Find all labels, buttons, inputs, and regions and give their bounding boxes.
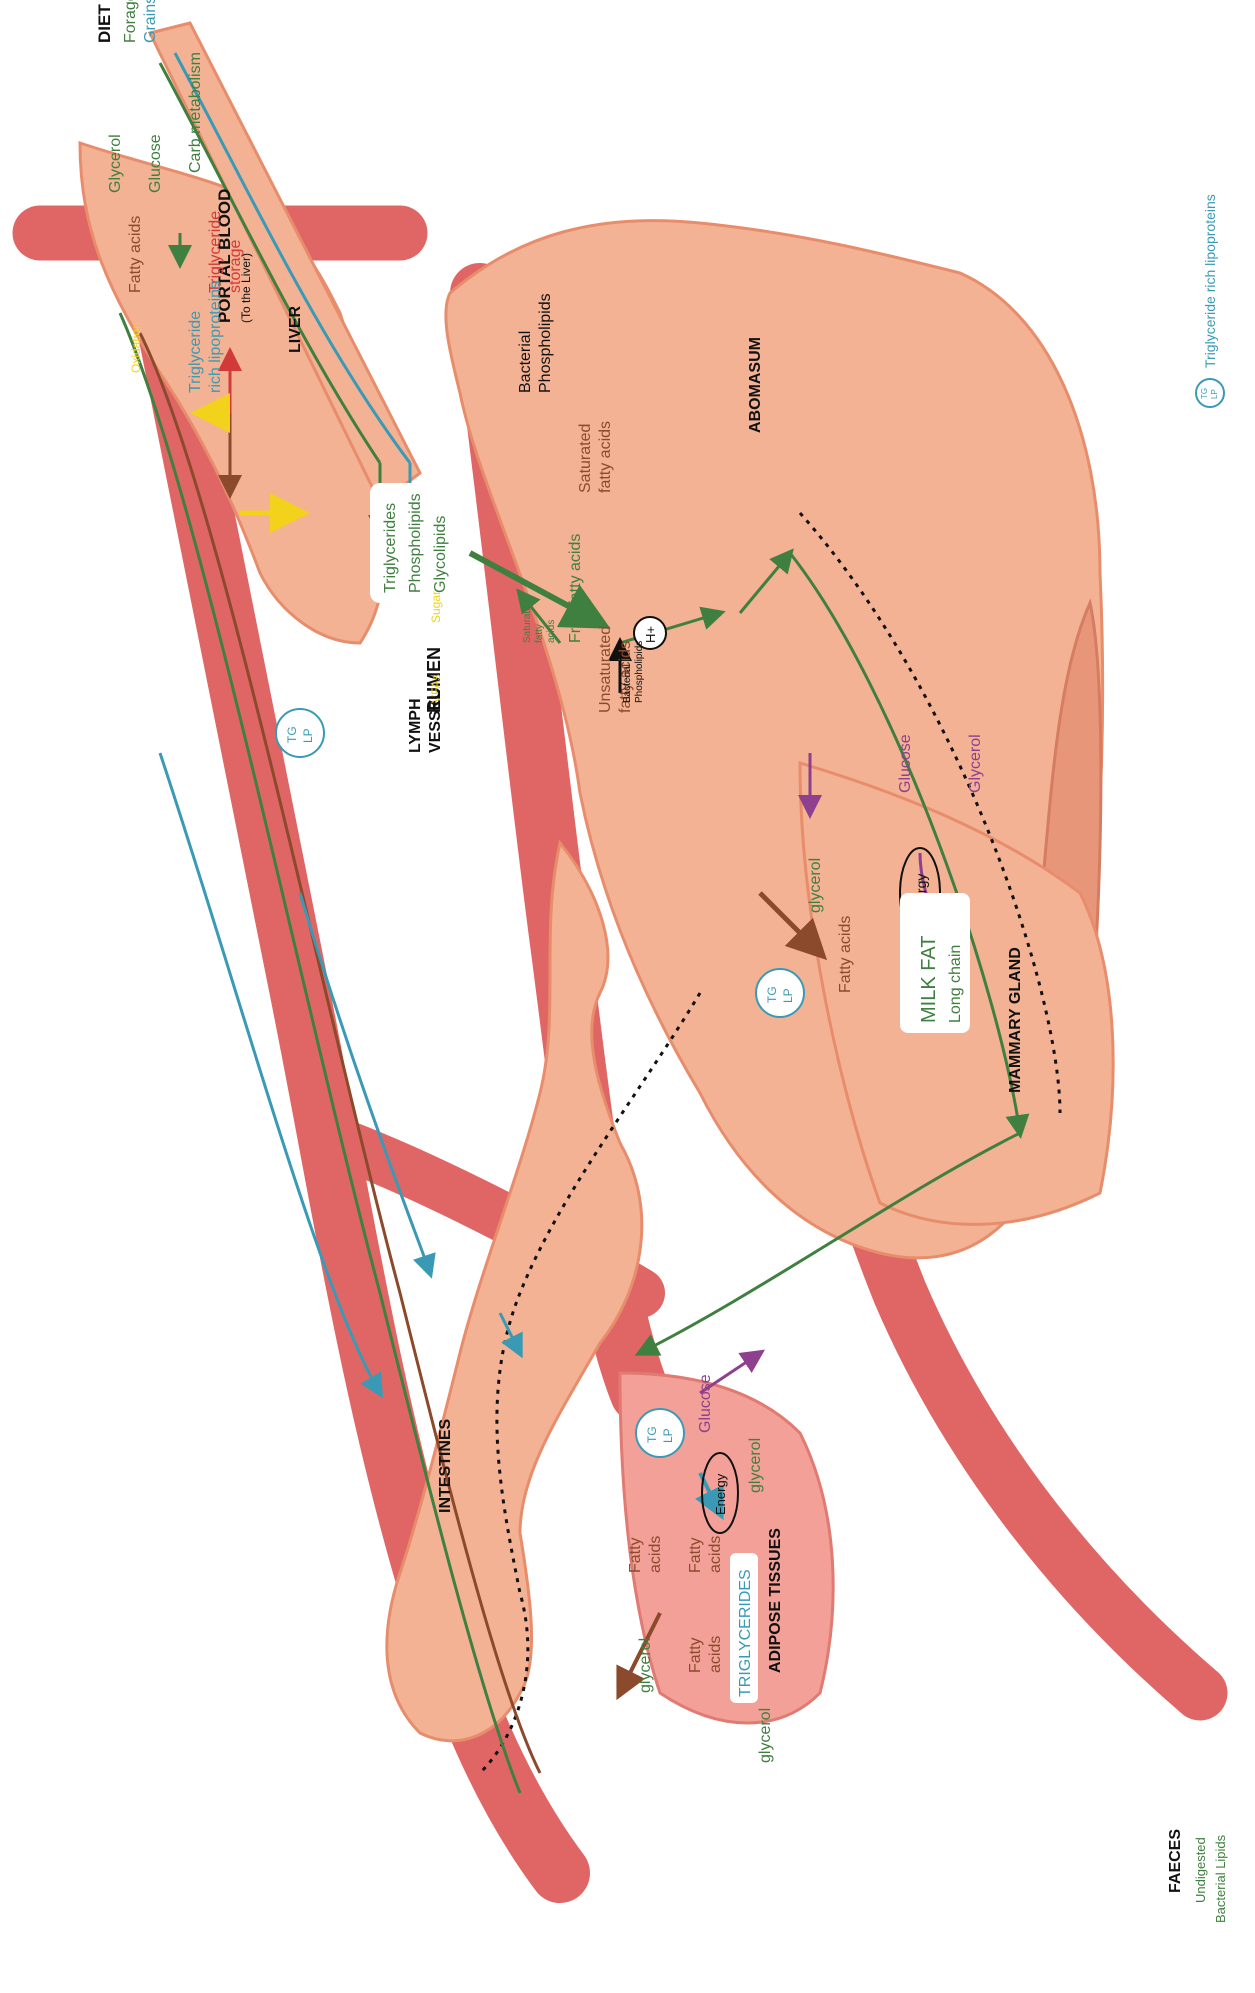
- liver-label: LIVER: [287, 305, 304, 353]
- mammary-long-chain: Long chain: [947, 945, 964, 1023]
- tglp-badge-t1: TG: [765, 986, 779, 1003]
- diet-forage: Forage: [122, 0, 139, 43]
- tglp-badge-t1: TG: [285, 726, 299, 743]
- adipose-fa3-l2: acids: [707, 1636, 724, 1673]
- rumen-sugar: Sugar: [429, 591, 443, 623]
- legend-badge-t1: TG: [1200, 388, 1209, 399]
- legend-badge-t2: LP: [1210, 389, 1219, 399]
- mammary-label: MAMMARY GLAND: [1007, 947, 1024, 1093]
- tglp-badge-t2: LP: [301, 728, 315, 743]
- lymph-label-l2: VESSEL: [427, 690, 444, 753]
- rumen-free-fatty-acids: Free fatty acids: [567, 534, 584, 643]
- liver-tglp-l2: rich lipoproteins: [207, 281, 224, 393]
- lymph-sat-l1: Saturated: [522, 600, 533, 643]
- mammary-fatty-acids: Fatty acids: [837, 916, 854, 993]
- faeces-line1: Undigested: [1193, 1837, 1208, 1903]
- liver-fatty-acids: Fatty acids: [127, 216, 144, 293]
- intestines-organ: [387, 843, 642, 1741]
- rumen-bacterial-l2: Phospholipids: [537, 293, 554, 393]
- tglp-badge-liver: TG LP: [276, 709, 324, 757]
- legend: TG LP Triglyceride rich lipoproteins: [1196, 194, 1224, 407]
- intestines-label: INTESTINES: [437, 1418, 454, 1513]
- adipose-glucose: Glucose: [697, 1374, 714, 1433]
- legend-text: Triglyceride rich lipoproteins: [1202, 194, 1218, 368]
- tglp-badge-circle: [636, 1409, 684, 1457]
- diet-grains: Grains: [142, 0, 159, 43]
- tglp-badge-t2: LP: [661, 1428, 675, 1443]
- rumen-box-glycolipids: Glycolipids: [432, 516, 449, 593]
- adipose-fa2-l2: acids: [707, 1536, 724, 1573]
- adipose-glycerol3: glycerol: [757, 1708, 774, 1763]
- abomasum-label: ABOMASUM: [747, 337, 764, 433]
- adipose-triglycerides: TRIGLYCERIDES: [737, 1569, 754, 1697]
- lymph-bact-l2: Phospholipids: [634, 641, 645, 703]
- lymph-label-l1: LYMPH: [407, 698, 424, 753]
- tglp-badge-t2: LP: [781, 988, 795, 1003]
- liver-carb-metabolism: Carb metabolism: [187, 52, 204, 173]
- mammary-glycerol2: glycerol: [807, 858, 824, 913]
- faeces-title: FAECES: [1167, 1829, 1184, 1893]
- adipose-label: ADIPOSE TISSUES: [767, 1528, 784, 1673]
- adipose-glycerol: glycerol: [747, 1438, 764, 1493]
- adipose-fa1-l2: acids: [647, 1536, 664, 1573]
- rumen-box-triglycerides: Triglycerides: [382, 503, 399, 593]
- rumen-saturated-l2: fatty acids: [597, 421, 614, 493]
- adipose-fa1-l1: Fatty: [627, 1537, 644, 1573]
- lymph-sat-l3: acids: [546, 620, 557, 643]
- rumen-bacterial-l1: Bacterial: [517, 331, 534, 393]
- tglp-badge-mammary: TG LP: [756, 969, 804, 1017]
- liver-tglp-l1: Triglyceride: [187, 311, 204, 393]
- rumen-box-phospholipids: Phospholipids: [407, 493, 424, 593]
- rumen-unsaturated-l1: Unsaturated: [597, 626, 614, 713]
- rumen-saturated-l1: Saturated: [577, 424, 594, 493]
- tglp-badge-circle: [756, 969, 804, 1017]
- liver-oxidation: Oxidation: [129, 322, 143, 373]
- tglp-badge-adipose: TG LP: [636, 1409, 684, 1457]
- tglp-badge-t1: TG: [645, 1426, 659, 1443]
- adipose-glycerol2: glycerol: [637, 1638, 654, 1693]
- mammary-glycerol: Glycerol: [967, 734, 984, 793]
- liver-tg-storage-l2: storage: [227, 240, 244, 293]
- diet-title: DIET: [95, 4, 114, 43]
- adipose-fa3-l1: Fatty: [687, 1637, 704, 1673]
- hplus-label: H+: [643, 626, 658, 643]
- adipose-fa2-l1: Fatty: [687, 1537, 704, 1573]
- mammary-glucose: Glucose: [897, 734, 914, 793]
- faeces-line2: Bacterial Lipids: [1213, 1834, 1228, 1923]
- mammary-milk-fat: MILK FAT: [918, 936, 940, 1023]
- tglp-badge-circle: [276, 709, 324, 757]
- liver-glucose: Glucose: [147, 134, 164, 193]
- adipose-energy: Energy: [713, 1473, 728, 1515]
- lymph-sat-l2: fatty: [534, 624, 545, 643]
- lymph-bact-l1: Bacterial: [622, 664, 633, 703]
- liver-glycerol: Glycerol: [107, 134, 124, 193]
